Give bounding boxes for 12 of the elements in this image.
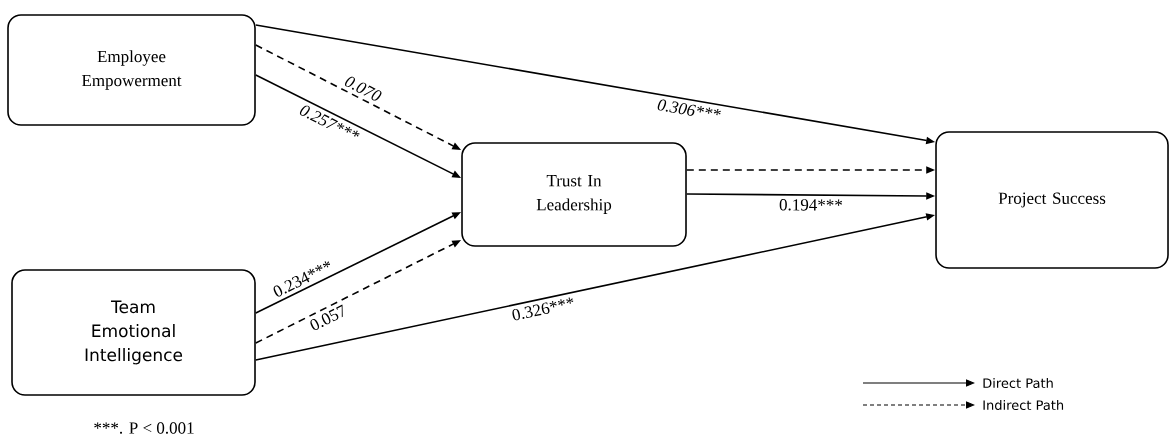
concept-box: Project Success — [935, 131, 1169, 269]
footnote: ***. P < 0.001 — [94, 422, 194, 434]
concept-box: Employee Empowerment — [7, 14, 256, 126]
edge-label: 0.070 — [342, 73, 385, 104]
legend-text: Indirect Path — [983, 399, 1064, 411]
edge-label: 0.306*** — [655, 97, 723, 122]
edge-label: 0.194*** — [778, 197, 844, 212]
edge-label: 0.326*** — [509, 295, 577, 323]
concept-box: Team Emotional Intelligence — [11, 269, 256, 396]
edge-label: 0.057 — [307, 302, 350, 333]
concept-box: Trust In Leadership — [461, 142, 687, 247]
legend-text: Direct Path — [983, 377, 1053, 389]
